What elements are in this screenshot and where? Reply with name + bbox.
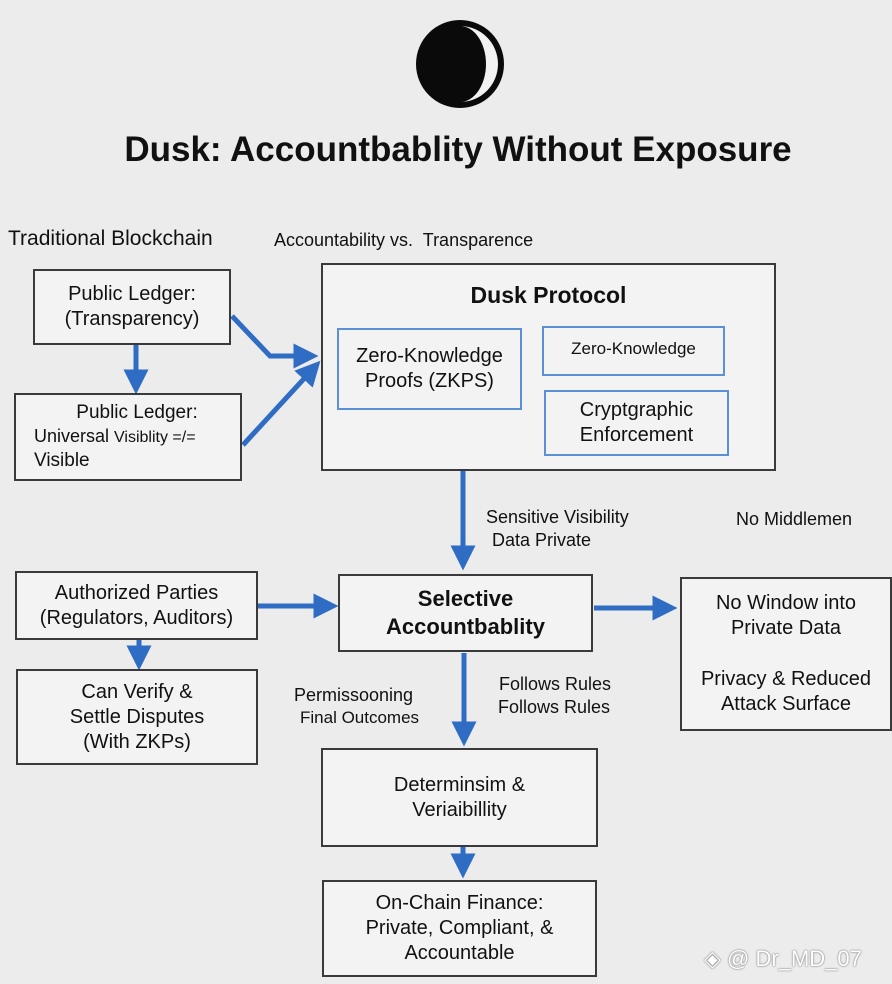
- dusk-protocol-title: Dusk Protocol: [470, 282, 627, 308]
- traditional-blockchain-label: Traditional Blockchain: [8, 227, 213, 250]
- visibility-text: Visiblity =/=: [114, 429, 196, 446]
- zkp-label-2: Proofs (ZKPS): [365, 370, 494, 392]
- data-private-label: Data Private: [492, 530, 592, 550]
- zero-knowledge-proofs-box: Zero-Knowledge Proofs (ZKPS): [337, 328, 522, 410]
- accountability-vs-label: Accountability vs. Transparence: [274, 230, 534, 250]
- can-verify-box: Can Verify & Settle Disputes (With ZKPs): [16, 669, 258, 765]
- transparency-label: (Transparency): [64, 308, 200, 330]
- no-window-label-1: No Window into: [715, 592, 857, 614]
- cryptographic-enforcement-box: Cryptgraphic Enforcement: [544, 390, 729, 456]
- universal-text: Universal: [34, 426, 115, 446]
- determinism-box: Determinsim & Veriaibillity: [321, 748, 598, 847]
- sensitive-visibility-label: Sensitive Visibility: [486, 507, 629, 527]
- watermark-diamond-icon: ◈: [704, 946, 721, 971]
- can-verify-label-1: Can Verify &: [81, 680, 193, 703]
- determinism-label-2: Veriaibillity: [412, 798, 507, 821]
- can-verify-label-2: Settle Disputes: [69, 705, 205, 728]
- crypto-label-2: Enforcement: [579, 424, 694, 446]
- authorized-label-2: (Regulators, Auditors): [39, 606, 234, 629]
- onchain-label-1: On-Chain Finance:: [375, 892, 544, 914]
- selective-label-1: Selective: [417, 586, 514, 611]
- privacy-label-1: Privacy & Reduced: [700, 668, 872, 690]
- selective-label-2: Accountbablity: [386, 614, 545, 639]
- watermark-text: @ Dr_MD_07: [727, 946, 862, 971]
- public-ledger-label-2: Public Ledger:: [76, 402, 198, 423]
- authorized-label-1: Authorized Parties: [54, 581, 219, 604]
- visible-label: Visible: [34, 450, 90, 471]
- no-middlemen-label: No Middlemen: [736, 509, 853, 529]
- no-window-label-2: Private Data: [730, 617, 842, 639]
- public-ledger-transparency-box: Public Ledger: (Transparency): [33, 269, 231, 345]
- determinism-label-1: Determinsim &: [393, 773, 526, 796]
- page-title: Dusk: Accountbablity Without Exposure: [124, 130, 792, 169]
- public-ledger-label: Public Ledger:: [68, 283, 196, 305]
- privacy-label-2: Attack Surface: [720, 693, 852, 715]
- selective-accountability-box: Selective Accountbablity: [338, 574, 593, 652]
- zk-label: Zero-Knowledge: [571, 339, 696, 358]
- onchain-label-3: Accountable: [404, 942, 515, 964]
- onchain-finance-box: On-Chain Finance: Private, Compliant, & …: [322, 880, 597, 977]
- public-ledger-visibility-box: Public Ledger: Universal Visiblity =/= V…: [14, 393, 242, 481]
- follows-rules-label-1: Follows Rules: [499, 674, 612, 694]
- zkp-label-1: Zero-Knowledge: [356, 345, 503, 367]
- universal-visibility-line: Universal Visiblity =/=: [34, 425, 196, 449]
- authorized-parties-box: Authorized Parties (Regulators, Auditors…: [15, 571, 258, 640]
- zero-knowledge-box: Zero-Knowledge: [542, 326, 725, 376]
- can-verify-label-3: (With ZKPs): [83, 730, 191, 753]
- no-window-box: No Window into Private Data Privacy & Re…: [680, 577, 892, 731]
- crypto-label-1: Cryptgraphic: [579, 399, 694, 421]
- final-outcomes-label: Final Outcomes: [300, 708, 420, 727]
- permissioning-label: Permissooning: [294, 685, 414, 705]
- onchain-label-2: Private, Compliant, &: [365, 917, 554, 939]
- watermark: ◈ @ Dr_MD_07: [704, 945, 862, 973]
- follows-rules-label-2: Follows Rules: [498, 697, 611, 717]
- half-moon-icon: [416, 20, 504, 108]
